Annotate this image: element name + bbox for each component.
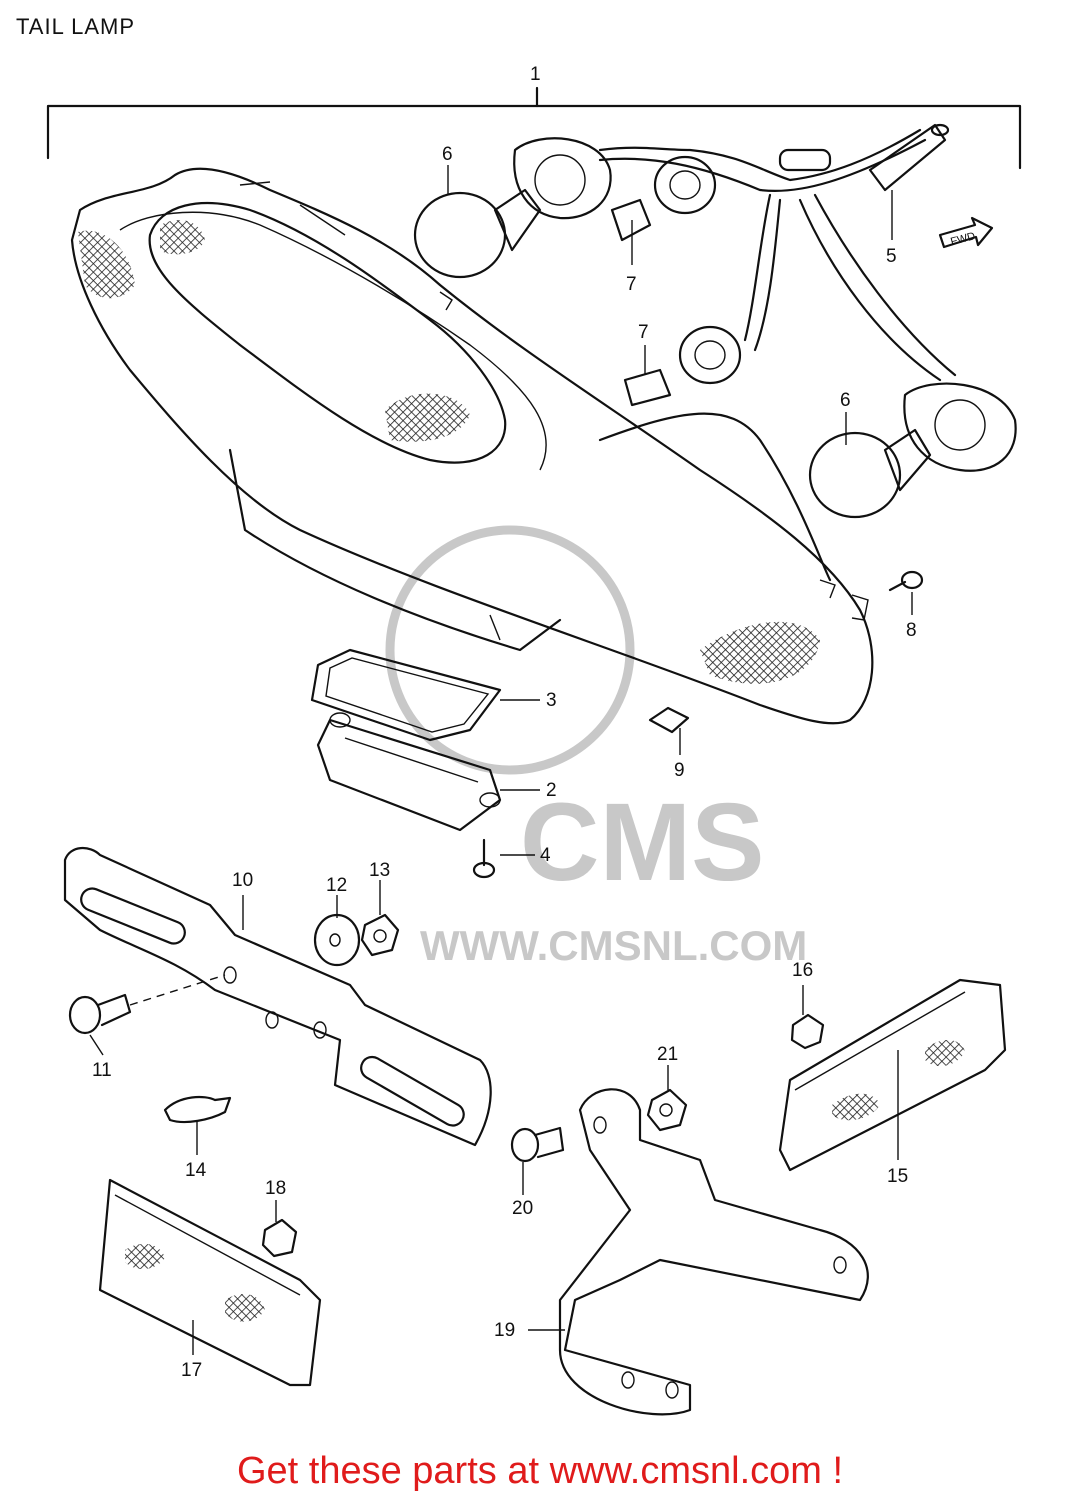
callout-11: 11 <box>92 1060 112 1081</box>
callout-5: 5 <box>886 246 897 267</box>
reflector-bracket-19 <box>558 1088 869 1416</box>
watermark-brand: CMS <box>520 781 764 904</box>
callout-17: 17 <box>181 1360 202 1381</box>
nut-16 <box>790 1013 825 1050</box>
nut-18 <box>261 1218 298 1258</box>
socket-7-upper <box>610 155 717 242</box>
screw-20 <box>510 1126 565 1163</box>
watermark: CMS WWW.CMSNL.COM <box>385 525 807 969</box>
screw-11 <box>68 974 226 1035</box>
nut-13 <box>360 913 400 957</box>
screw-4 <box>472 838 496 879</box>
callout-10: 10 <box>232 870 253 891</box>
clip-9 <box>648 706 690 734</box>
leader-lines <box>89 165 913 1355</box>
callout-3: 3 <box>546 690 557 711</box>
callout-9: 9 <box>674 760 685 781</box>
bulb-6-upper <box>413 137 612 279</box>
callout-18: 18 <box>265 1178 286 1199</box>
callout-19: 19 <box>494 1320 515 1341</box>
callout-8: 8 <box>906 620 917 641</box>
callout-4: 4 <box>540 845 551 866</box>
bulb-6-lower <box>808 382 1017 519</box>
socket-7-lower <box>623 325 742 407</box>
callout-12: 12 <box>326 875 347 896</box>
tail-lamp-housing <box>70 167 874 725</box>
nut-21 <box>646 1088 688 1132</box>
callout-7-upper: 7 <box>626 274 637 295</box>
reflector-15 <box>778 978 1007 1172</box>
callout-13: 13 <box>369 860 390 881</box>
wiring-harness <box>598 123 957 382</box>
callout-2: 2 <box>546 780 557 801</box>
callout-21: 21 <box>657 1044 678 1065</box>
callout-15: 15 <box>887 1166 908 1187</box>
watermark-url: WWW.CMSNL.COM <box>420 922 807 969</box>
callout-14: 14 <box>185 1160 207 1181</box>
callout-6-upper: 6 <box>442 144 453 165</box>
callout-1: 1 <box>530 64 541 85</box>
footer-link[interactable]: Get these parts at www.cmsnl.com ! <box>236 1450 844 1492</box>
gasket-3 <box>310 648 502 742</box>
screw-8 <box>888 570 924 592</box>
lens-2 <box>316 712 502 832</box>
license-bracket-10 <box>63 847 492 1147</box>
callout-20: 20 <box>512 1198 533 1219</box>
callout-16: 16 <box>792 960 813 981</box>
cap-14 <box>163 1095 232 1124</box>
assembly-bracket <box>46 86 1022 170</box>
page-title: TAIL LAMP <box>16 14 136 39</box>
callout-7-lower: 7 <box>638 322 649 343</box>
fwd-label: FWD <box>949 230 976 248</box>
callouts: 1 6 7 7 5 6 8 9 3 2 4 10 12 13 11 14 15 … <box>92 64 917 1381</box>
reflector-17 <box>98 1178 322 1387</box>
fwd-arrow: FWD <box>938 216 994 248</box>
callout-6-lower: 6 <box>840 390 851 411</box>
washer-12 <box>313 913 361 967</box>
